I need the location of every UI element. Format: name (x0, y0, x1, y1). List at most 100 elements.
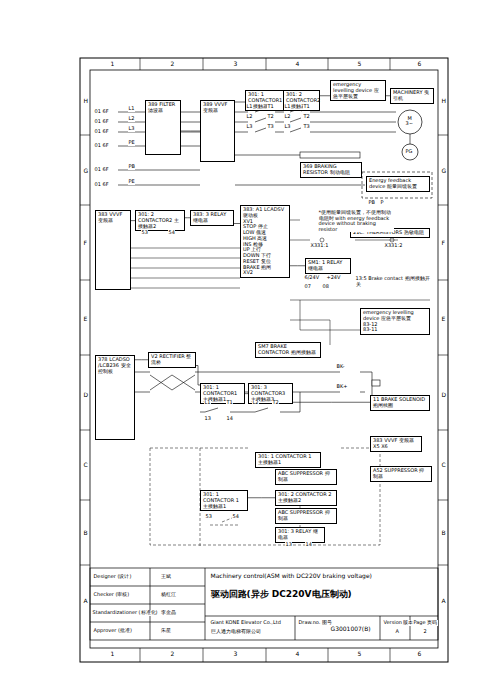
terminal-label: 王斌 (160, 574, 171, 580)
component-box: 301: 2 CONTACTOR2 主接触器2 (135, 210, 185, 231)
component-name: 369 BRAKING RESISTOR 制动电阻 (303, 164, 359, 176)
motor-symbol (402, 144, 418, 160)
terminal-label: 53 (205, 514, 212, 520)
grid-reference: F (83, 240, 87, 247)
terminal-label: L1 (246, 104, 253, 110)
grid-reference: 1 (110, 651, 115, 658)
terminal-label: +24V (326, 275, 341, 281)
terminal-label: L3 (246, 124, 253, 130)
terminal-label: T2 (267, 114, 274, 120)
terminal-label: 14 (305, 542, 312, 548)
title-block-text: G3001007(B) (330, 626, 371, 633)
component-box: MACHINERY 曳引机 (390, 88, 434, 104)
drawing-frame (80, 135, 448, 565)
power-wires (235, 112, 396, 132)
component-box: ABC SUPPRESSOR 抑制器 (275, 508, 337, 524)
terminal-label: 53 (141, 230, 148, 236)
grid-reference: F (441, 240, 445, 247)
grid-reference: E (441, 316, 446, 323)
power-wires (410, 134, 411, 144)
terminal-label: T1 (303, 104, 310, 110)
terminal-label: Approver (批准) (93, 628, 132, 634)
grid-reference: B (83, 530, 88, 537)
grid-reference: 5 (357, 61, 362, 68)
component-name: SM7 BRAKE CONTACTOR 抱闸接触器 (258, 344, 318, 356)
resistor-symbol (362, 172, 432, 198)
grid-reference: A (83, 598, 88, 605)
terminal-label: 08 (322, 284, 329, 290)
terminal-label: L1 (284, 104, 291, 110)
grid-reference: D (441, 392, 447, 399)
terminal-label: X331:2 (384, 243, 403, 249)
title-block-text: Draw.no. 图号 (298, 620, 333, 626)
terminal-label: T3 (303, 124, 310, 130)
power-wires (235, 155, 365, 185)
control-wires (130, 248, 240, 288)
component-box: 383 VVVF 变频器 (95, 210, 131, 290)
terminal-label: L3 (128, 126, 135, 132)
terminal-label: 01 6F (94, 167, 109, 173)
title-block (90, 568, 438, 640)
component-box: 301: 2 CONTACTOR 2 主接触器2 (275, 490, 337, 506)
grid-reference: H (83, 98, 89, 105)
grid-reference: 6 (417, 651, 422, 658)
title-block-text: 巨人通力电梯有限公司 (210, 629, 261, 635)
terminal-label: T2 (303, 114, 310, 120)
power-wires (180, 112, 200, 146)
grid-reference: B (441, 530, 446, 537)
wire-connector (293, 402, 370, 403)
terminal-label: *使用能量回馈装置，不使用制动电阻时 with energy feedback … (318, 210, 394, 232)
title-block-text: 2 (423, 629, 427, 635)
terminal-label: BK- (336, 364, 345, 370)
terminal-label: BK+ (336, 384, 348, 390)
component-box: 369 BRAKING RESISTOR 制动电阻 (300, 162, 362, 178)
component-box: 11 BRAKE SOLENOID 抱闸线圈 (370, 395, 430, 411)
resistor-symbol (300, 152, 432, 198)
component-name: 301: 2 CONTACTOR 2 主接触器2 (278, 492, 334, 504)
terminal-label: 13 (204, 416, 211, 422)
grid-reference: H (441, 98, 447, 105)
wire-connector (135, 359, 148, 360)
brake-circuit (150, 375, 195, 390)
component-box: 301: 1 CONTACTOR 1 主接触器1 (255, 452, 321, 468)
terminal-label: L1 (128, 106, 135, 112)
terminal-label: 朱星 (160, 628, 171, 634)
grid-reference: 2 (170, 651, 175, 658)
drawing-frame (80, 58, 448, 662)
grid-reference: 6 (417, 61, 422, 68)
grid-reference: 5 (357, 651, 362, 658)
terminal-label: 01 6F (94, 143, 109, 149)
terminal-label: 6/24V (304, 275, 320, 281)
grid-reference: 3 (233, 61, 238, 68)
power-wires (255, 108, 301, 132)
terminal-label: PG (405, 149, 413, 155)
brake-circuit (372, 380, 380, 386)
terminal-label: 01 6F (94, 129, 109, 135)
terminal-label: Giant KONE Elevator Co.,Ltd (210, 620, 281, 626)
motor-symbol (398, 110, 422, 134)
component-box: emergency levelling device 应急平层装置 (330, 80, 386, 101)
brake-circuit (135, 372, 380, 412)
terminal-label: 杨红江 (160, 592, 176, 598)
terminal-label: 01 6F (94, 182, 109, 188)
terminal-label: Checker (审核) (93, 592, 130, 598)
wire-connector (290, 265, 305, 266)
grid-reference: E (83, 316, 88, 323)
component-box: 301: 1 CONTACTOR 1 主接触器1 (200, 490, 248, 511)
title-block-text: Version 版本 (383, 620, 414, 626)
grid-reference: 4 (295, 651, 300, 658)
terminal-label: 李金晶 (160, 610, 176, 616)
wire-connector (181, 131, 200, 132)
grid-reference: 2 (170, 61, 175, 68)
drawing-frame (90, 70, 438, 648)
component-box: V2 RECTIFIER 整流桥 (148, 352, 196, 368)
title-block (90, 568, 438, 640)
terminal-label: 54 (232, 514, 239, 520)
dashed-interlock (150, 448, 380, 548)
grid-reference: C (441, 462, 446, 469)
terminal-label: 01 6F (94, 119, 109, 125)
control-wires (320, 238, 324, 242)
terminal-label: Machinery control(ASM with DC220V brakin… (210, 573, 372, 580)
component-name: 383 VVVF 变频器 (98, 212, 128, 224)
terminal-label: L3 (284, 124, 291, 130)
